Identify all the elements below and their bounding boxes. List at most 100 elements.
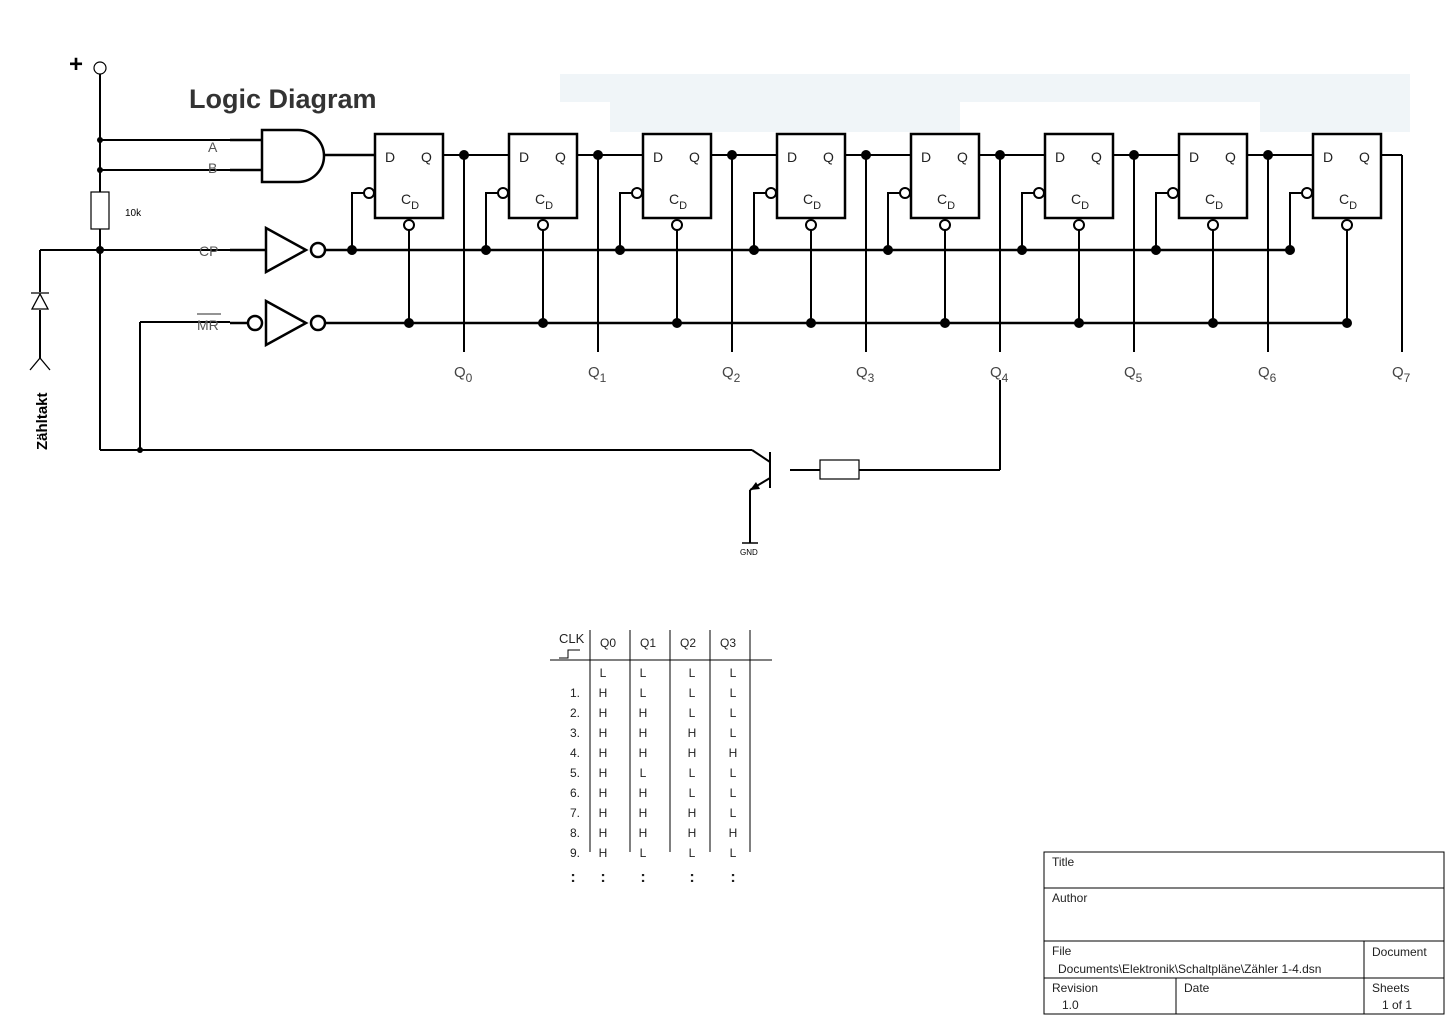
and-gate <box>260 128 326 184</box>
ff-q-label: Q <box>421 149 432 165</box>
ff-clock-wire <box>753 192 766 250</box>
tt-cell: L <box>730 726 737 740</box>
input-label-mr: MR <box>197 317 219 333</box>
tt-cell: L <box>730 706 737 720</box>
tb-title-label: Title <box>1052 855 1075 869</box>
ff-clear-bubble <box>939 219 951 231</box>
ff-d-label: D <box>519 149 529 165</box>
title-block <box>1043 851 1445 1015</box>
tt-cell: H <box>639 826 648 840</box>
ff-clock-wire <box>351 192 364 250</box>
ff-q-label: Q <box>1225 149 1236 165</box>
tt-header-0: Q0 <box>600 636 616 650</box>
ff-clear-bubble <box>1207 219 1219 231</box>
mr-inverter <box>264 298 309 348</box>
tt-cell: L <box>640 846 647 860</box>
ff-q-label: Q <box>957 149 968 165</box>
ff-clock-wire <box>1289 192 1302 250</box>
mr-junction <box>1074 318 1084 328</box>
mr-junction <box>1342 318 1352 328</box>
tt-cell: H <box>599 686 608 700</box>
watermark-background <box>560 74 1410 132</box>
tt-header-3: Q3 <box>720 636 736 650</box>
tt-header-1: Q1 <box>640 636 656 650</box>
cp-inverter <box>264 225 309 275</box>
tb-revision-label: Revision <box>1052 981 1098 995</box>
tt-cell: H <box>599 706 608 720</box>
ff-d-label: D <box>921 149 931 165</box>
ff-clear-bubble <box>671 219 683 231</box>
tt-continuation: : <box>689 869 694 886</box>
tt-cell: H <box>639 786 648 800</box>
tt-continuation: : <box>730 869 735 886</box>
tt-continuation: : <box>640 869 645 886</box>
mr-junction <box>672 318 682 328</box>
ff-clear-bubble <box>1341 219 1353 231</box>
ff-clock-bubble <box>899 187 911 199</box>
ff-clock-bubble <box>631 187 643 199</box>
ff-clock-wire <box>1155 192 1168 250</box>
cp-junction <box>347 245 357 255</box>
ff-clock-wire <box>1021 192 1034 250</box>
cp-junction <box>749 245 759 255</box>
clk-label: CLK <box>559 631 585 646</box>
q-junction <box>861 150 871 160</box>
mr-junction <box>806 318 816 328</box>
flip-flop-body <box>1311 132 1383 220</box>
tt-cell: L <box>640 666 647 680</box>
supply-terminal <box>93 61 107 75</box>
tt-continuation: : <box>570 869 575 886</box>
tt-row-number: 6. <box>570 786 580 800</box>
ff-cd-label: CD <box>669 191 687 212</box>
flip-flop-body <box>641 132 713 220</box>
diode <box>30 292 50 310</box>
resistor-10k <box>90 191 110 230</box>
tt-row-number: 2. <box>570 706 580 720</box>
tt-header-2: Q2 <box>680 636 696 650</box>
ff-cd-label: CD <box>937 191 955 212</box>
output-label-q6: Q6 <box>1258 364 1277 385</box>
ff-clock-bubble <box>497 187 509 199</box>
ff-clock-wire <box>485 192 498 250</box>
tt-cell: L <box>689 666 696 680</box>
output-label-q3: Q3 <box>856 364 875 385</box>
cp-junction <box>1017 245 1027 255</box>
tb-document-label: Document <box>1372 945 1427 959</box>
tt-cell: H <box>729 826 738 840</box>
output-label-q4: Q4 <box>990 364 1009 385</box>
ff-clock-bubble <box>1033 187 1045 199</box>
clk-edge-symbol <box>559 649 580 659</box>
tb-sheets-label: Sheets <box>1372 981 1409 995</box>
cp-last-wire <box>1289 192 1302 250</box>
cp-junction <box>615 245 625 255</box>
ff-cd-label: CD <box>1071 191 1089 212</box>
ff-clock-bubble <box>363 187 375 199</box>
tt-cell: H <box>599 746 608 760</box>
ff-d-label: D <box>653 149 663 165</box>
tt-cell: H <box>599 726 608 740</box>
ff-clock-bubble <box>1301 187 1313 199</box>
tt-cell: L <box>689 846 696 860</box>
tt-row-number: 8. <box>570 826 580 840</box>
input-label-a: A <box>208 139 218 155</box>
tb-file-value: Documents\Elektronik\Schaltpläne\Zähler … <box>1058 962 1321 976</box>
flip-flop-body <box>507 132 579 220</box>
tt-cell: H <box>639 746 648 760</box>
ff-d-label: D <box>1055 149 1065 165</box>
ff-clock-bubble <box>1167 187 1179 199</box>
tb-author-label: Author <box>1052 891 1087 905</box>
tt-row-number: 3. <box>570 726 580 740</box>
tt-cell: H <box>639 806 648 820</box>
tb-file-label: File <box>1052 944 1072 958</box>
tt-cell: L <box>730 786 737 800</box>
supply-plus-symbol: + <box>69 51 83 78</box>
tt-cell: L <box>640 766 647 780</box>
tt-cell: H <box>639 726 648 740</box>
flip-flop-body <box>775 132 847 220</box>
ff-d-label: D <box>385 149 395 165</box>
tt-cell: H <box>639 706 648 720</box>
gates <box>230 128 1348 348</box>
